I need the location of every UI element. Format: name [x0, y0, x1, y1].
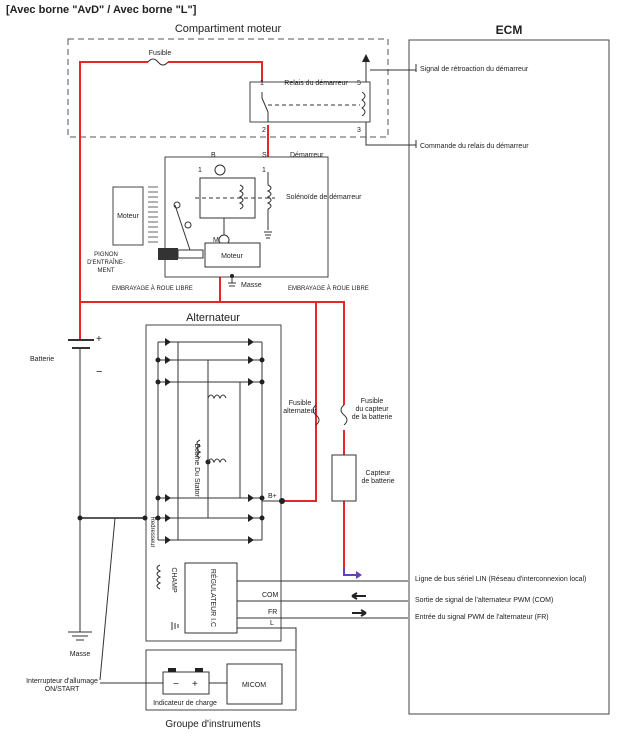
- battery-label: Batterie: [30, 356, 54, 363]
- battery-sensor-box: [331, 454, 357, 502]
- relay-contacts: [261, 91, 366, 122]
- engine-motor-label: Moteur: [117, 213, 139, 220]
- starter-ground-icon: [228, 282, 236, 287]
- ecm-label: ECM: [496, 23, 523, 37]
- pinion-label-2: D'ENTRAÎNE-: [87, 259, 125, 266]
- ignition-label-2: ON/START: [45, 686, 80, 693]
- fr-arrow-right-icon: [352, 609, 367, 617]
- solenoid-label: Solénoïde de démarreur: [286, 194, 362, 201]
- pinion-label-1: PIGNON: [94, 252, 118, 258]
- alternator-label: Alternateur: [186, 312, 240, 324]
- charge-minus: −: [173, 679, 179, 690]
- engine-compartment-label: Compartiment moteur: [175, 23, 282, 35]
- starter-pin-1b: 1: [262, 167, 266, 174]
- relay-ecm-wires: [365, 62, 416, 146]
- micom-box: [226, 663, 283, 705]
- starter-label: Démarreur: [290, 152, 324, 159]
- battery-ground-icon: [68, 631, 92, 641]
- rectifier-junctions: [155, 357, 285, 521]
- terminal-b-icon: [214, 164, 226, 176]
- l-label: L: [270, 620, 274, 627]
- starter-terminal-s: S: [262, 152, 267, 159]
- relay-arrow-up: [362, 54, 370, 62]
- alternator-fuse-label-2: alternateur: [283, 408, 317, 415]
- ecm-signal-lin: Ligne de bus sériel LIN (Réseau d'interc…: [415, 576, 586, 583]
- charge-indicator-label: Indicateur de charge: [153, 700, 217, 707]
- battery-sensor-label-1: Capteur: [366, 470, 392, 477]
- alternator-fuse-icon: [312, 404, 320, 426]
- ring-gear-icon: [148, 186, 158, 243]
- starter-terminal-b: B: [211, 152, 216, 159]
- ecm-signal-feedback: Signal de rétroaction du démarreur: [420, 66, 529, 73]
- lin-bus-arrow: [343, 568, 360, 576]
- alternator-fuse-label-1: Fusible: [289, 400, 312, 407]
- relay-pin-3: 3: [357, 127, 361, 134]
- lin-arrowhead: [356, 571, 362, 579]
- battery-ground-label: Masse: [70, 651, 91, 658]
- field-label: CHAMP: [170, 567, 177, 593]
- relay-pin-5: 5: [357, 80, 361, 87]
- micom-label: MICOM: [242, 682, 266, 689]
- relay-pin-2: 2: [262, 127, 266, 134]
- stator-coils: [196, 394, 227, 464]
- page-title: [Avec borne "AvD" / Avec borne "L"]: [6, 4, 197, 16]
- field-coil-icon: [156, 564, 162, 590]
- ecm-signal-relay-command: Commande du relais du démarreur: [420, 143, 529, 150]
- ic-regulator-box: [184, 562, 238, 634]
- b-plus-label: B+: [268, 493, 277, 500]
- starter-motor-box: [204, 242, 261, 268]
- charge-indicator-icon: [162, 671, 210, 695]
- rectifier-label: Redresseur: [149, 516, 155, 547]
- sensor-fuse-label-3: de la batterie: [352, 414, 393, 421]
- battery-sensor-label-2: de batterie: [361, 478, 394, 485]
- ignition-wire: [99, 517, 116, 681]
- fr-label: FR: [268, 609, 277, 616]
- pinion-gear-icon: [158, 248, 178, 260]
- relay-pin-1: 1: [260, 80, 264, 87]
- starter-ground-label: Masse: [241, 282, 262, 289]
- clutch-right-label: EMBRAYAGE À ROUE LIBRE: [288, 285, 369, 292]
- regulator-ground-icon: [171, 622, 179, 630]
- starter-terminal-m: M: [213, 237, 219, 244]
- ecm-signal-fr: Entrée du signal PWM de l'alternateur (F…: [415, 614, 549, 621]
- ecm-signal-com: Sortie de signal de l'alternateur PWM (C…: [415, 597, 553, 604]
- sensor-fuse-label-1: Fusible: [361, 398, 384, 405]
- starter-relay-label: Relais du démarreur: [284, 80, 348, 87]
- starter-relay-box: [249, 81, 371, 123]
- battery-minus-sign: −: [96, 366, 102, 378]
- com-arrow-left-icon: [351, 592, 366, 600]
- charge-plus: +: [192, 679, 198, 690]
- ignition-label-1: Interrupteur d'allumage: [26, 678, 98, 685]
- engine-compartment-box: [67, 38, 389, 138]
- com-label: COM: [262, 592, 279, 599]
- battery-sensor-fuse-icon: [340, 404, 348, 426]
- battery-plus-sign: +: [96, 334, 102, 345]
- starter-pin-1a: 1: [198, 167, 202, 174]
- overrunning-clutch-icon: [177, 249, 204, 259]
- rectifier-diodes: [165, 338, 254, 544]
- cluster-label: Groupe d'instruments: [165, 719, 260, 730]
- pinion-label-3: MENT: [98, 268, 115, 274]
- stator-label: Bobine Du Stator: [193, 443, 200, 497]
- fuse-label: Fusible: [149, 50, 172, 57]
- starter-motor-label: Moteur: [221, 253, 243, 260]
- main-fuse-icon: [147, 58, 169, 66]
- battery-power-wires: [79, 61, 345, 575]
- sensor-fuse-label-2: du capteur: [355, 406, 389, 413]
- ecm-box: [408, 39, 610, 715]
- shift-lever-icon: [173, 201, 192, 251]
- solenoid-ground-icon: [264, 231, 272, 239]
- engine-motor-box: [112, 186, 144, 246]
- clutch-left-label: EMBRAYAGE À ROUE LIBRE: [112, 285, 193, 292]
- ic-regulator-label: RÉGULATEUR I.C: [209, 569, 218, 627]
- rectifier-bridge: [157, 341, 282, 541]
